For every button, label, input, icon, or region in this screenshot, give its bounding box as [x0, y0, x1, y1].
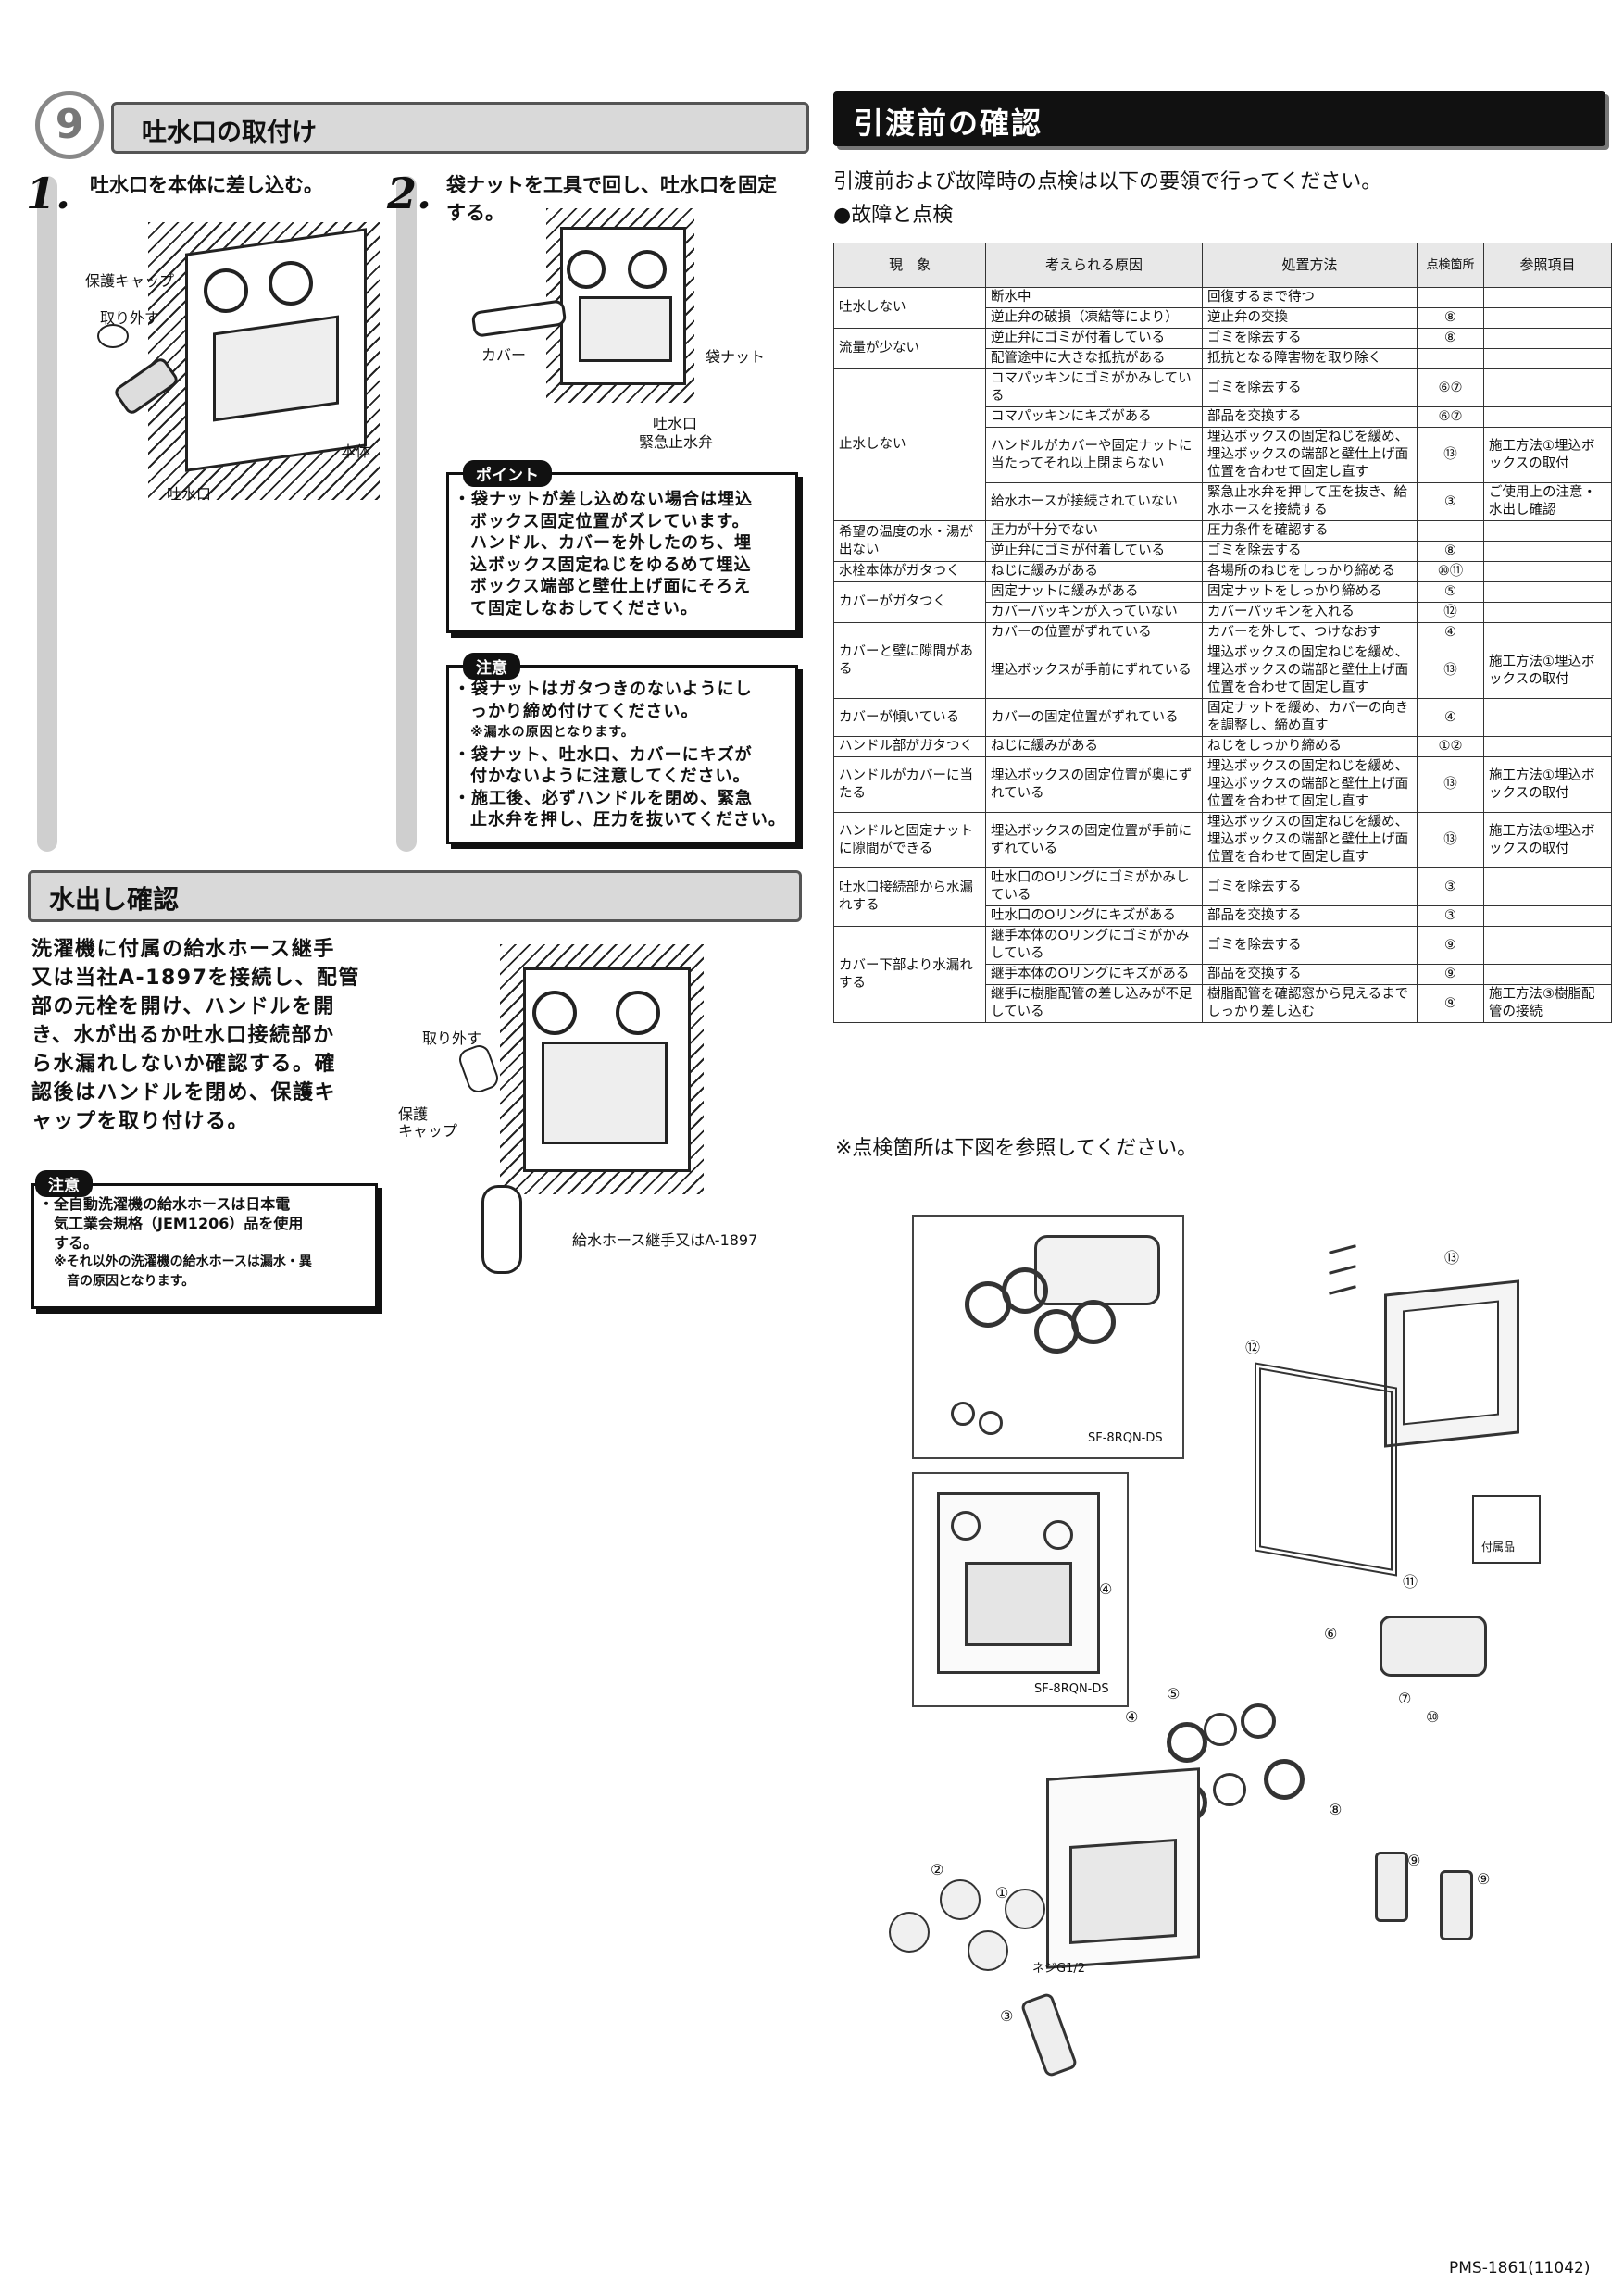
table-row: 吐水しない断水中回復するまで待つ — [833, 287, 1612, 329]
accessory-label: 付属品 — [1481, 1541, 1516, 1554]
caution-box — [446, 665, 798, 844]
step2-bar — [396, 176, 417, 852]
part-9a-label: ⑨ — [1407, 1852, 1421, 1869]
part-9b-label: ⑨ — [1477, 1870, 1491, 1888]
col-phenomenon: 現 象 — [833, 243, 986, 288]
section9-number: 9 — [35, 91, 104, 159]
troubleshoot-table: 現 象 考えられる原因 処置方法 点検箇所 参照項目 吐水しない断水中回復するま… — [833, 243, 1612, 1023]
water-caution-text: ・全自動洗濯機の給水ホースは日本電 気工業会規格（JEM1206）品を使用 する… — [39, 1195, 312, 1289]
water-check-illustration — [456, 944, 713, 1274]
exploded-view: 付属品 ⑬ ⑫ ⑪ ⑥ ⑦ ⑩ ⑤ ④ ⑧ ⑨ ⑨ ② ① ネジG1/2 ③ — [889, 1241, 1593, 2092]
part-3-label: ③ — [1000, 2007, 1014, 2025]
point-box — [446, 472, 798, 633]
step2-cover-label: カバー — [481, 346, 527, 364]
part-7-label: ⑦ — [1398, 1690, 1412, 1707]
water-remove-label: 取り外す — [422, 1029, 482, 1047]
water-cap-label-2: キャップ — [398, 1122, 458, 1140]
part-4-label-a: ④ — [1099, 1580, 1113, 1598]
step1-text: 吐水口を本体に差し込む。 — [90, 174, 323, 196]
water-hose-label: 給水ホース継手又はA-1897 — [572, 1231, 758, 1249]
step2-valve-label: 緊急止水弁 — [639, 433, 714, 451]
step1-number: 1. — [26, 168, 71, 218]
step2-nut-label: 袋ナット — [706, 348, 766, 366]
handover-header: 引渡前の確認 — [833, 91, 1605, 146]
col-remedy: 処置方法 — [1202, 243, 1418, 288]
table-note: ※点検箇所は下図を参照してください。 — [835, 1137, 1198, 1160]
water-check-header: 水出し確認 — [28, 870, 802, 922]
step2-spout-label: 吐水口 — [653, 415, 698, 432]
handover-intro: 引渡前および故障時の点検は以下の要領で行ってください。 — [833, 170, 1382, 193]
part-12-label: ⑫ — [1245, 1339, 1261, 1356]
water-cap-label-1: 保護 — [398, 1105, 429, 1123]
caution-tag: 注意 — [463, 653, 520, 680]
table-row: ハンドルと固定ナットに隙間ができる埋込ボックスの固定位置が手前にずれている埋込ボ… — [833, 812, 1612, 868]
point-text: ・袋ナットが差し込めない場合は埋込 ボックス固定位置がズレています。 ハンドル、… — [454, 490, 753, 618]
water-check-title: 水出し確認 — [49, 884, 180, 915]
water-caution-box — [31, 1183, 378, 1309]
part-6-label: ⑥ — [1324, 1625, 1338, 1642]
table-row: 配管途中に大きな抵抗がある抵抗となる障害物を取り除く — [834, 348, 1612, 369]
table-row: ハンドルがカバーや固定ナットに当たってそれ以上閉まらない埋込ボックスの固定ねじを… — [834, 427, 1612, 483]
model-label-2: SF-8RQN-DS — [1034, 1682, 1109, 1696]
step2-illustration — [463, 208, 704, 440]
step1-bar — [37, 176, 57, 852]
handover-subhead: ●故障と点検 — [833, 204, 954, 227]
part-8-label: ⑧ — [1329, 1801, 1343, 1818]
caution-text: ・袋ナットはガタつきのないようにし っかり締め付けてください。 ※漏水の原因とな… — [454, 680, 786, 830]
col-reference: 参照項目 — [1483, 243, 1612, 288]
water-check-text: 洗濯機に付属の給水ホース継手 又は当社A-1897を接続し、配管 部の元栓を開け… — [31, 938, 360, 1133]
parts-frame-2: ④ SF-8RQN-DS — [912, 1472, 1129, 1707]
table-row: 希望の温度の水・湯が出ない圧力が十分でない圧力条件を確認する — [833, 520, 1612, 562]
col-check-point: 点検箇所 — [1417, 243, 1484, 288]
table-row: 継手に樹脂配管の差し込みが不足している樹脂配管を確認窓から見えるまでしっかり差し… — [834, 984, 1612, 1023]
table-header-row: 現 象 考えられる原因 処置方法 点検箇所 参照項目 — [833, 243, 1612, 288]
part-4-label-b: ④ — [1125, 1708, 1139, 1726]
step2-text-line1: 袋ナットを工具で回し、吐水口を固定 — [446, 174, 777, 196]
part-1-label: ① — [995, 1884, 1009, 1902]
parts-frame-1: SF-8RQN-DS — [912, 1215, 1184, 1459]
section9-title: 吐水口の取付け — [142, 119, 317, 147]
part-11-label: ⑪ — [1403, 1573, 1418, 1591]
step1-body-label: 本体 — [341, 443, 371, 460]
table-row: カバーが傾いているカバーの固定位置がずれている固定ナットを緩め、カバーの向きを調… — [833, 698, 1612, 737]
step1-cap-label: 保護キャップ — [85, 272, 175, 290]
step1-spout-label: 吐水口 — [167, 485, 212, 503]
footer-code: PMS-1861(11042) — [1449, 2259, 1591, 2277]
step1-illustration — [83, 213, 380, 509]
part-13-label: ⑬ — [1444, 1249, 1460, 1267]
part-10-label: ⑩ — [1426, 1708, 1440, 1726]
step2-text-line2: する。 — [446, 202, 505, 224]
handover-title: 引渡前の確認 — [854, 106, 1043, 141]
point-tag: ポイント — [463, 460, 552, 487]
part-5-label: ⑤ — [1167, 1685, 1181, 1703]
table-row: ハンドルがカバーに当たる埋込ボックスの固定位置が奥にずれている埋込ボックスの固定… — [833, 756, 1612, 813]
col-cause: 考えられる原因 — [985, 243, 1203, 288]
section9-header: 吐水口の取付け — [111, 102, 809, 154]
water-caution-tag: 注意 — [35, 1170, 93, 1197]
step2-number: 2. — [387, 168, 432, 218]
part-2-label: ② — [931, 1861, 944, 1878]
step1-remove-label: 取り外す — [100, 309, 160, 327]
model-label-1: SF-8RQN-DS — [1088, 1431, 1163, 1445]
thread-label: ネジG1/2 — [1032, 1962, 1085, 1976]
